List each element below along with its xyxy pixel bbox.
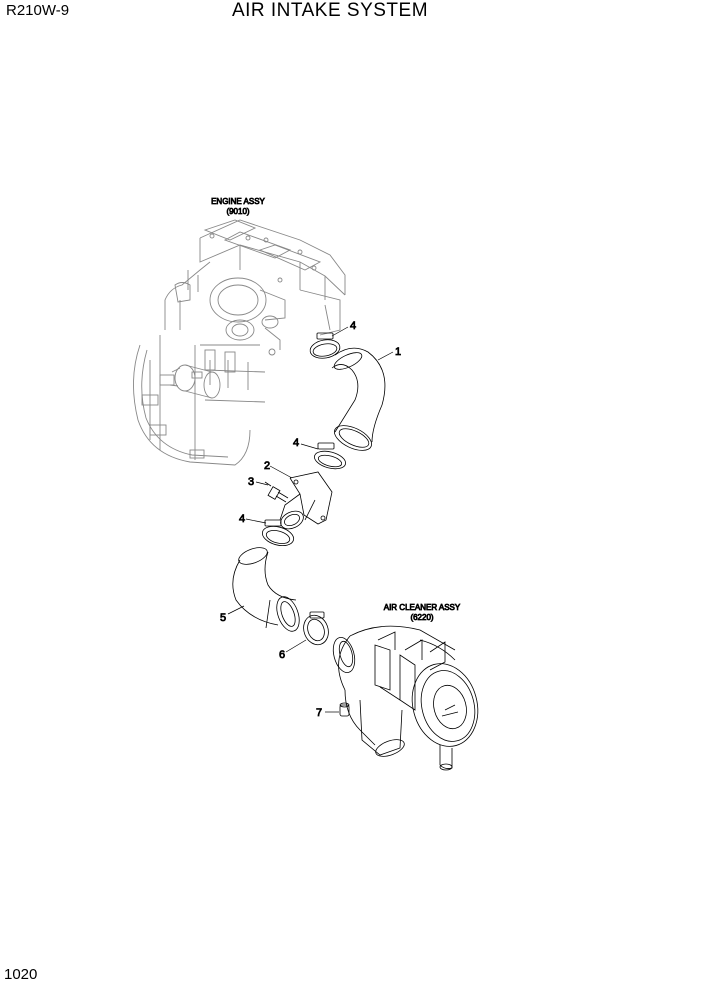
engine-assy-code: (9010) bbox=[226, 207, 249, 216]
part-2-elbow-adapter bbox=[279, 471, 333, 530]
callout-5: 5 bbox=[220, 612, 226, 624]
part-5-elbow-hose bbox=[232, 547, 300, 632]
callout-6: 6 bbox=[279, 649, 285, 661]
air-cleaner-assy-label: AIR CLEANER ASSY bbox=[384, 603, 461, 612]
air-cleaner-assembly bbox=[332, 625, 479, 771]
part-1-elbow-hose bbox=[331, 347, 386, 451]
callout-4-top: 4 bbox=[350, 320, 356, 332]
part-4-clamp-top bbox=[309, 332, 341, 359]
air-cleaner-assy-code: (6220) bbox=[410, 613, 433, 622]
page-number: 1020 bbox=[4, 966, 38, 983]
callout-4-lower: 4 bbox=[239, 513, 245, 525]
engine-assembly bbox=[133, 219, 346, 466]
part-4-clamp-lower bbox=[261, 519, 295, 547]
part-3-bolt bbox=[264, 481, 289, 503]
callout-7: 7 bbox=[316, 707, 322, 719]
part-7-fitting bbox=[339, 702, 350, 717]
callout-2: 2 bbox=[264, 460, 270, 472]
callout-3: 3 bbox=[248, 476, 254, 488]
model-code: R210W-9 bbox=[6, 2, 70, 19]
callout-1: 1 bbox=[395, 346, 401, 358]
part-6-clamp bbox=[303, 611, 329, 646]
callout-4-middle: 4 bbox=[293, 437, 299, 449]
engine-assy-label: ENGINE ASSY bbox=[211, 197, 265, 206]
part-4-clamp-middle bbox=[314, 442, 346, 470]
leader-lines bbox=[227, 326, 394, 713]
page-title: AIR INTAKE SYSTEM bbox=[231, 0, 429, 21]
